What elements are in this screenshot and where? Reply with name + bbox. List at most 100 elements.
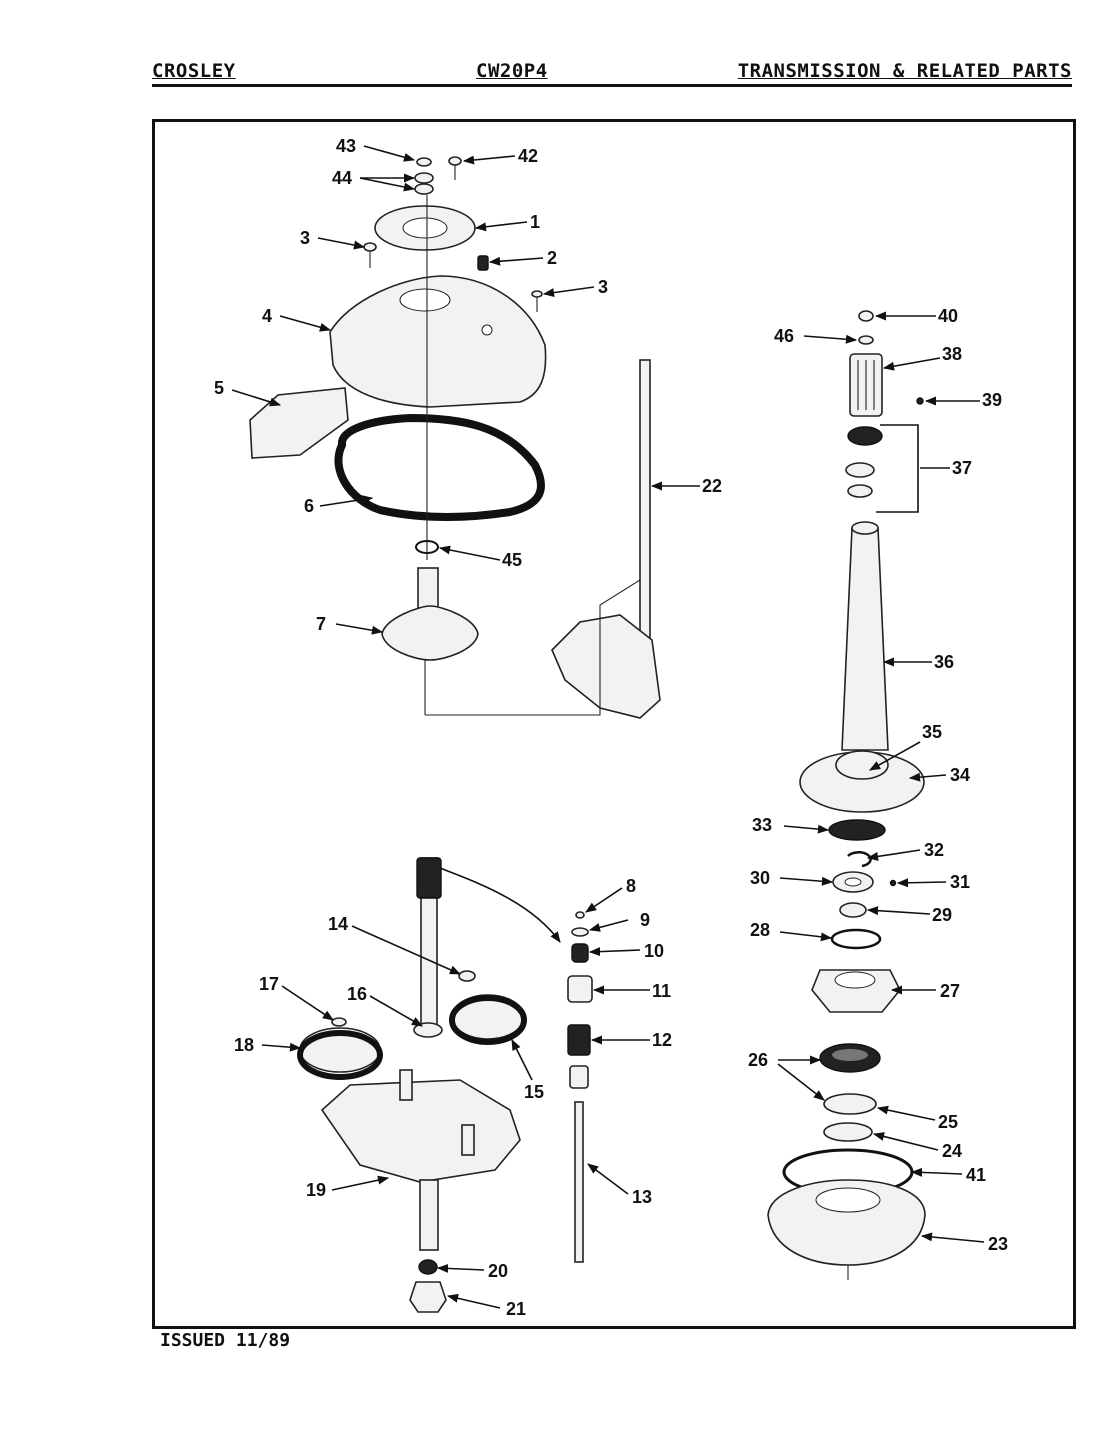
- leader-46: [803, 334, 858, 344]
- callout-6: 6: [304, 496, 314, 516]
- callout-5: 5: [214, 378, 224, 398]
- callout-3-right: 3: [598, 277, 608, 297]
- leader-16: [369, 995, 423, 1027]
- part-5-bracket: [249, 387, 349, 459]
- part-7-flange: [381, 567, 479, 661]
- leader-41: [910, 1167, 963, 1177]
- callout-13: 13: [632, 1187, 652, 1207]
- callout-38: 38: [942, 344, 962, 364]
- part-27-hub: [811, 969, 901, 1013]
- part-4-gear-case-cover: [329, 275, 547, 408]
- part-26-seal: [819, 1043, 881, 1073]
- diagram-frame: [152, 119, 1076, 1329]
- part-16-washer: [413, 1022, 443, 1038]
- part-15-gear: [449, 994, 527, 1045]
- part-43-washer: [416, 157, 432, 167]
- callout-17: 17: [259, 974, 279, 994]
- callout-43: 43: [336, 136, 356, 156]
- leader-19: [331, 1175, 390, 1191]
- callout-16: 16: [347, 984, 367, 1004]
- part-25-ring: [823, 1093, 877, 1115]
- leader-29: [866, 906, 931, 916]
- callout-35: 35: [922, 722, 942, 742]
- callout-26: 26: [748, 1050, 768, 1070]
- part-8-clip: [575, 911, 585, 919]
- part-20-bearing: [418, 1259, 438, 1275]
- part-46-washer: [858, 335, 874, 345]
- callout-15: 15: [524, 1082, 544, 1102]
- header-rule: [152, 84, 1072, 87]
- leader-35: [869, 741, 921, 771]
- bracket-37: [876, 424, 919, 513]
- leader-24: [872, 1132, 939, 1151]
- callout-10: 10: [644, 941, 664, 961]
- part-42-screw: [448, 156, 462, 180]
- part-23-mounting-base: [767, 1179, 926, 1280]
- callout-9: 9: [640, 910, 650, 930]
- callout-39: 39: [982, 390, 1002, 410]
- part-34-base-plate: [799, 750, 925, 813]
- part-24-bearing: [823, 1122, 873, 1142]
- leader-33: [783, 824, 830, 834]
- part-9-washer: [571, 927, 589, 937]
- leader-42: [462, 155, 516, 165]
- part-22-shaft-lever: [551, 359, 661, 719]
- part-11-pinion: [567, 975, 593, 1003]
- callout-18: 18: [234, 1035, 254, 1055]
- leader-34: [908, 772, 947, 782]
- callout-12: 12: [652, 1030, 672, 1050]
- callout-11: 11: [652, 981, 671, 1001]
- part-37-seal-kit: [845, 426, 883, 498]
- callout-46: 46: [774, 326, 794, 346]
- part-30-bearing: [832, 871, 874, 893]
- callout-36: 36: [934, 652, 954, 672]
- part-44-washers: [414, 172, 434, 195]
- part-6-gasket: [334, 413, 545, 521]
- callout-19: 19: [306, 1180, 326, 1200]
- part-28-o-ring: [830, 928, 882, 950]
- leader-20: [436, 1263, 485, 1273]
- part-12-spring: [567, 1024, 591, 1056]
- leader-15: [511, 1038, 533, 1081]
- callout-40: 40: [938, 306, 958, 326]
- leader-2: [488, 256, 544, 266]
- callout-42: 42: [518, 146, 538, 166]
- callout-3-left: 3: [300, 228, 310, 248]
- issued-date: ISSUED 11/89: [160, 1330, 291, 1351]
- callout-21: 21: [506, 1299, 526, 1319]
- part-38-coupling: [849, 353, 883, 417]
- part-14-washer: [458, 970, 476, 982]
- leader-25: [876, 1105, 936, 1121]
- leader-5: [231, 389, 282, 407]
- callout-30: 30: [750, 868, 770, 888]
- callout-24: 24: [942, 1141, 962, 1161]
- leader-9: [588, 919, 629, 932]
- part-10-bushing: [571, 943, 589, 963]
- part-21-cap: [409, 1281, 447, 1313]
- leader-18: [261, 1042, 302, 1052]
- model-number: CW20P4: [476, 60, 548, 82]
- callout-2: 2: [547, 248, 557, 268]
- callout-44: 44: [332, 168, 352, 188]
- callout-33: 33: [752, 815, 772, 835]
- callout-29: 29: [932, 905, 952, 925]
- leader-30: [779, 876, 834, 886]
- leader-38: [882, 357, 941, 371]
- leader-17: [281, 985, 334, 1021]
- callout-7: 7: [316, 614, 326, 634]
- part-17-washer: [331, 1017, 347, 1027]
- brand-name: CROSLEY: [152, 60, 236, 82]
- callout-31: 31: [950, 872, 970, 892]
- callout-32: 32: [924, 840, 944, 860]
- section-title: TRANSMISSION & RELATED PARTS: [737, 60, 1072, 82]
- leader-4: [279, 315, 332, 332]
- leader-6: [319, 495, 374, 507]
- part-3-screw-left: [363, 242, 377, 268]
- callout-8: 8: [626, 876, 636, 896]
- callout-1: 1: [530, 212, 540, 232]
- leader-13: [587, 1163, 629, 1195]
- part-2-plug: [477, 255, 489, 271]
- part-1-plate: [374, 205, 476, 251]
- callout-27: 27: [940, 981, 960, 1001]
